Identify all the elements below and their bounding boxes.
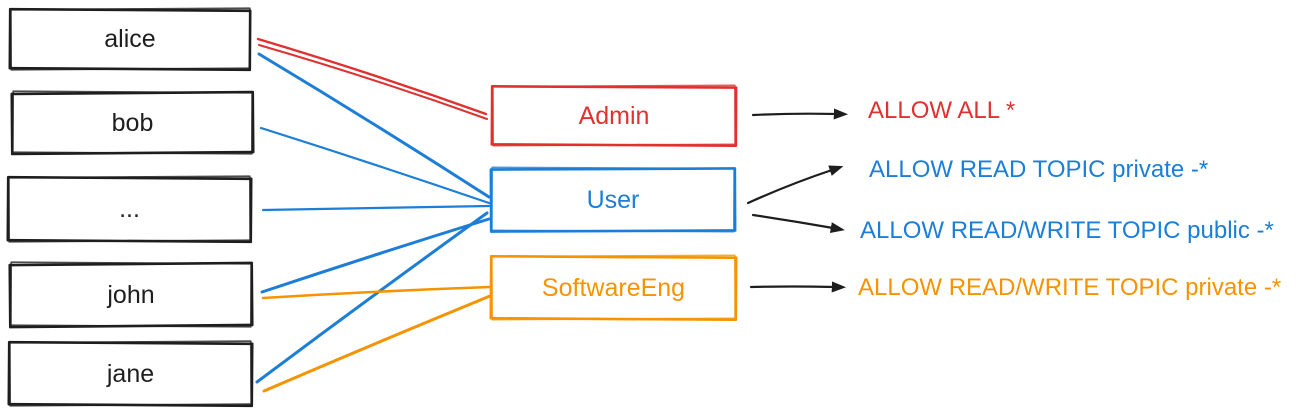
edge-alice-user: [257, 52, 491, 199]
edge-jane-user: [255, 211, 489, 384]
user-box-ellipsis: [6, 175, 253, 244]
permission-allow-readwrite-topic-public: ALLOW READ/WRITE TOPIC public -*: [860, 217, 1274, 244]
arrow-user-allow-read-private: [746, 165, 844, 205]
user-box-alice: [8, 7, 252, 72]
role-label-user: User: [586, 185, 640, 214]
user-box-john: [8, 261, 254, 329]
permission-allow-readwrite-topic-private: ALLOW READ/WRITE TOPIC private -*: [858, 274, 1282, 301]
edge-jane-softwareeng: [262, 294, 492, 393]
permission-allow-read-topic-private: ALLOW READ TOPIC private -*: [869, 156, 1209, 183]
edge-alice-admin: [256, 37, 488, 120]
arrow-softwareeng-allow-readwrite-private: [749, 281, 847, 293]
edge-ellipsis-user: [261, 204, 491, 212]
user-label-alice: alice: [104, 25, 156, 53]
arrow-admin-allow-all: [751, 108, 849, 120]
user-label-bob: bob: [111, 108, 154, 137]
permission-allow-all: ALLOW ALL *: [868, 97, 1016, 124]
role-box-admin: [490, 84, 738, 147]
edge-john-user: [260, 217, 491, 294]
role-box-user: [489, 166, 737, 233]
user-label-john: john: [107, 280, 155, 309]
user-label-ellipsis: ...: [119, 195, 140, 223]
user-box-bob: [10, 90, 255, 156]
edge-bob-user: [259, 126, 491, 205]
user-label-jane: jane: [106, 359, 155, 388]
user-box-jane: [7, 340, 254, 408]
edge-john-softwareeng: [261, 285, 492, 300]
arrow-user-allow-readwrite-public: [751, 213, 845, 234]
role-label-softwareeng: SoftwareEng: [541, 273, 686, 302]
role-label-admin: Admin: [578, 101, 650, 130]
